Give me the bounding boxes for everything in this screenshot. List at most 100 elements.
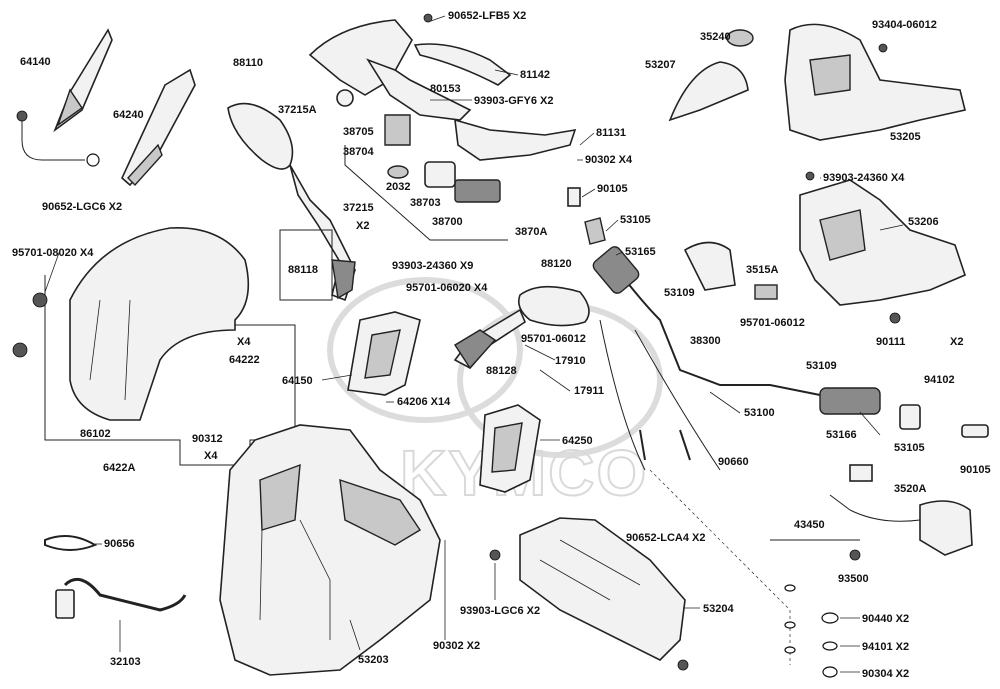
bolt-icon xyxy=(805,171,815,181)
label-81131: 81131 xyxy=(596,127,626,139)
label-93903-LGC6: 93903-LGC6 X2 xyxy=(460,605,540,617)
screw-90652-icon xyxy=(16,110,28,122)
side-trim-64240 xyxy=(121,68,196,187)
washer-icon xyxy=(784,584,796,592)
switch-3520A xyxy=(829,464,973,556)
handlebar-53100 xyxy=(592,246,989,471)
label-90111: 90111 xyxy=(876,336,905,348)
bolt-icon xyxy=(889,312,901,324)
label-53109-a: 53109 xyxy=(664,287,695,299)
mirror-88120 xyxy=(453,285,590,370)
bolt-95701-icon xyxy=(12,342,28,358)
label-53109-b: 53109 xyxy=(806,360,837,372)
label-53203: 53203 xyxy=(358,654,389,666)
label-37215: 37215 xyxy=(343,202,374,214)
label-94102: 94102 xyxy=(924,374,955,386)
label-90652-LGC6: 90652-LGC6 X2 xyxy=(42,201,122,213)
label-X2-37215: X2 xyxy=(356,220,369,232)
label-38703: 38703 xyxy=(410,197,441,209)
label-38300: 38300 xyxy=(690,335,721,347)
label-6422A: 6422A xyxy=(103,462,135,474)
label-95701-06012-b: 95701-06012 xyxy=(521,333,586,345)
label-90652-LCA4: 90652-LCA4 X2 xyxy=(626,532,706,544)
label-53166: 53166 xyxy=(826,429,857,441)
label-53100: 53100 xyxy=(744,407,775,419)
label-37215A: 37215A xyxy=(278,104,317,116)
label-90440: 90440 X2 xyxy=(862,613,909,625)
harness-32103 xyxy=(63,577,187,612)
callout-labels: 90652-LFB5 X2 35240 93404-06012 64140 88… xyxy=(12,10,991,680)
label-80153: 80153 xyxy=(430,83,461,95)
callout-box-88118 xyxy=(279,229,333,301)
label-53206: 53206 xyxy=(908,216,939,228)
label-43450: 43450 xyxy=(794,519,825,531)
label-53105-b: 53105 xyxy=(894,442,925,454)
mirror-88110 xyxy=(227,102,356,302)
nut-90304-icon xyxy=(822,666,838,678)
cover-64150 xyxy=(347,311,421,396)
label-35240: 35240 xyxy=(700,31,731,43)
label-90656: 90656 xyxy=(104,538,135,550)
label-93500: 93500 xyxy=(838,573,869,585)
front-cowl-53203 xyxy=(219,424,441,676)
label-88118: 88118 xyxy=(288,264,318,276)
label-90105-b: 90105 xyxy=(960,464,991,476)
label-90105: 90105 xyxy=(597,183,628,195)
meter-38700 xyxy=(336,89,501,203)
washer-90440-icon xyxy=(821,612,839,624)
label-81142: 81142 xyxy=(520,69,550,81)
cowl-53204 xyxy=(519,517,686,661)
label-90304: 90304 X2 xyxy=(862,668,909,680)
label-17910: 17910 xyxy=(555,355,586,367)
label-32103: 32103 xyxy=(110,656,141,668)
label-93903-24360-X4: 93903-24360 X4 xyxy=(823,172,905,184)
switch-3515A xyxy=(683,241,778,300)
cowl-53206 xyxy=(799,179,966,306)
label-93903-GFY6: 93903-GFY6 X2 xyxy=(474,95,554,107)
bolt-icon xyxy=(878,43,888,53)
washer-icon xyxy=(784,646,796,654)
label-90302-X4: 90302 X4 xyxy=(585,154,633,166)
label-88128: 88128 xyxy=(486,365,517,377)
side-trim-64140 xyxy=(53,28,113,133)
label-90302-X2: 90302 X2 xyxy=(433,640,480,652)
label-3515A: 3515A xyxy=(746,264,778,276)
label-53105: 53105 xyxy=(620,214,651,226)
label-17911: 17911 xyxy=(574,385,604,397)
label-53204: 53204 xyxy=(703,603,734,615)
label-53207: 53207 xyxy=(645,59,676,71)
label-53205: 53205 xyxy=(890,131,921,143)
label-64206: 64206 X14 xyxy=(397,396,451,408)
screw-icon xyxy=(677,659,689,671)
collar-53105-icon xyxy=(584,217,606,245)
label-X2-90111: X2 xyxy=(950,336,963,348)
label-3520A: 3520A xyxy=(894,483,926,495)
label-64150: 64150 xyxy=(282,375,313,387)
label-64140: 64140 xyxy=(20,56,51,68)
windshield xyxy=(69,226,250,421)
label-95701-06020: 95701-06020 X4 xyxy=(406,282,488,294)
label-86102: 86102 xyxy=(80,428,111,440)
label-88110: 88110 xyxy=(233,57,263,69)
label-90652-LFB5: 90652-LFB5 X2 xyxy=(448,10,526,22)
leader-line xyxy=(21,120,85,161)
label-X4-64222: X4 xyxy=(237,336,251,348)
nut-90652-icon xyxy=(86,153,100,167)
screw-93903-icon xyxy=(489,549,501,561)
label-94101: 94101 X2 xyxy=(862,641,909,653)
label-88120: 88120 xyxy=(541,258,572,270)
bolt-90105-icon xyxy=(567,187,581,207)
label-64222: 64222 xyxy=(229,354,260,366)
label-90660: 90660 xyxy=(718,456,749,468)
label-X4-90312: X4 xyxy=(204,450,218,462)
label-95701-08020: 95701-08020 X4 xyxy=(12,247,94,259)
leader-lines xyxy=(44,15,904,673)
cover-53207 xyxy=(668,61,749,122)
label-93404-06012: 93404-06012 xyxy=(872,19,937,31)
label-38700: 38700 xyxy=(432,216,463,228)
leader-3870A xyxy=(344,145,508,241)
cowl-53205 xyxy=(784,23,966,141)
label-53165: 53165 xyxy=(625,246,656,258)
label-95701-06012-a: 95701-06012 xyxy=(740,317,805,329)
label-38705: 38705 xyxy=(343,126,374,138)
